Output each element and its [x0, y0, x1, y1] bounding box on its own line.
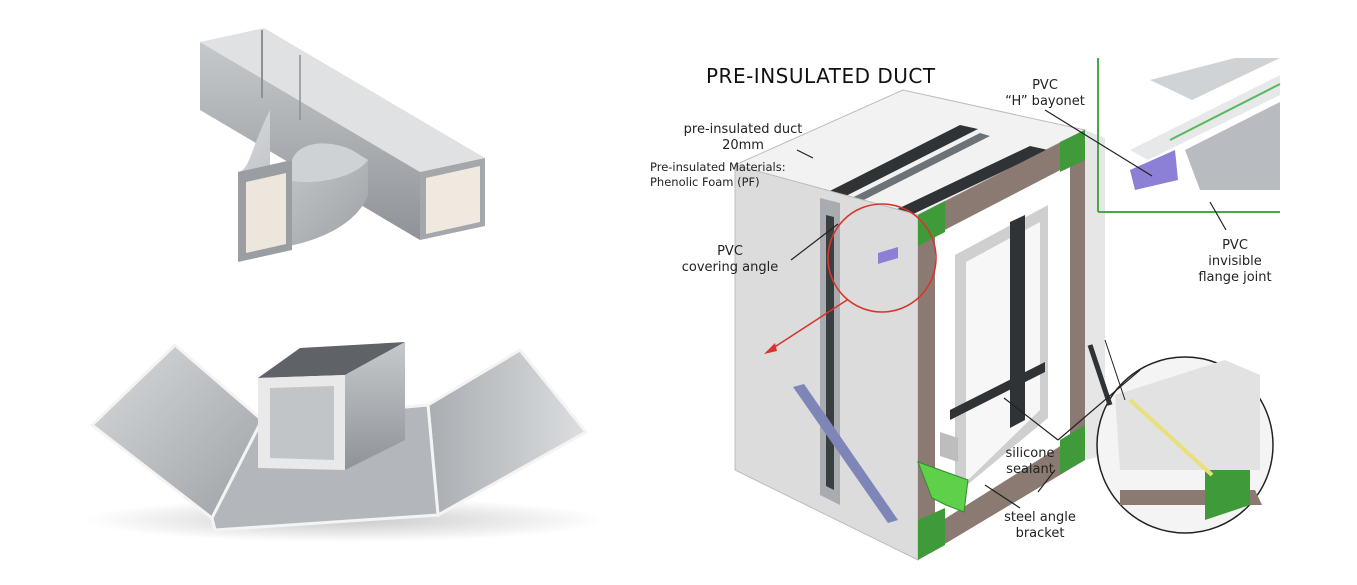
bayonet-inset: [1097, 58, 1281, 213]
tee-duct-photo: [200, 28, 485, 262]
leader-lines: [790, 109, 1227, 509]
label-pvc-h-bayonet: PVC“H” bayonet: [1005, 78, 1085, 109]
duct-assembly-diagram: [733, 89, 1105, 561]
folding-panel-photo: [85, 342, 605, 542]
label-materials: Pre-insulated Materials:Phenolic Foam (P…: [650, 160, 786, 189]
diagram-title: PRE-INSULATED DUCT: [706, 64, 936, 88]
callout-circle: [764, 203, 937, 354]
corner-detail-circle: [1087, 339, 1274, 534]
